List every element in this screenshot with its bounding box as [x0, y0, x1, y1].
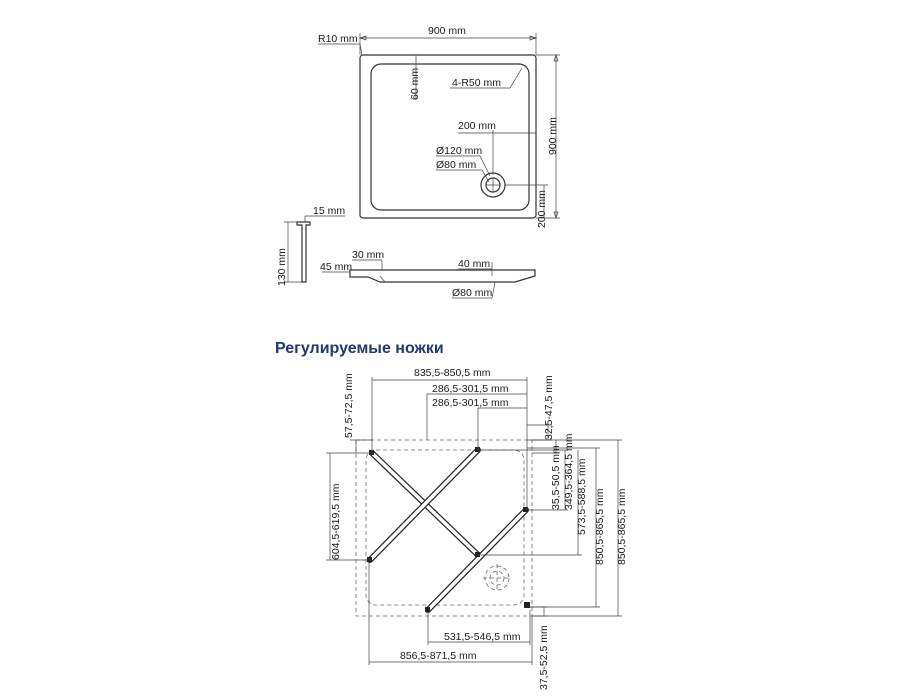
leg-foot [367, 557, 372, 562]
side-profile [349, 269, 536, 283]
leg-foot [524, 602, 530, 608]
leg-foot [369, 450, 374, 455]
tray-outline [359, 54, 537, 219]
dim-legs-right-top: 32,5-47,5 mm [543, 375, 555, 440]
dim-corner-radius-label: R10 mm [318, 33, 358, 45]
dim-side-30-label: 30 mm [352, 249, 384, 261]
dim-side-45-label: 45 mm [320, 261, 352, 273]
dim-legs-bottom-b: 856,5-871,5 mm [400, 650, 477, 662]
top-view: 900 mm R10 mm 60 mm 4-R50 mm 200 mm Ø120… [318, 25, 560, 228]
tray-inner-outline [370, 63, 530, 211]
dim-drain-outer-label: Ø120 mm [436, 145, 482, 157]
dim-legs-bottom-a: 531,5-546,5 mm [444, 631, 521, 643]
legs-view: 835,5-850,5 mm 286,5-301,5 mm 286,5-301,… [326, 367, 628, 690]
dim-side-drain-label: Ø80 mm [452, 287, 493, 299]
section-view: 15 mm 130 mm [276, 205, 345, 286]
dim-legs-top-span: 835,5-850,5 mm [414, 367, 491, 379]
section-profile [296, 221, 311, 283]
leg-foot [475, 552, 480, 557]
leg-foot [425, 607, 430, 612]
side-view: 30 mm 45 mm 40 mm Ø80 mm [320, 249, 536, 299]
dim-legs-right-e: 850,5-865,5 mm [616, 488, 628, 565]
dim-legs-top-b: 286,5-301,5 mm [432, 397, 509, 409]
dim-width-label: 900 mm [428, 25, 466, 37]
dim-legs-right-d: 850,5-865,5 mm [594, 488, 606, 565]
dim-legs-top-a: 286,5-301,5 mm [432, 383, 509, 395]
dim-rim-label: 60 mm [409, 68, 421, 100]
dim-legs-right-a: 349,5-364,5 mm [563, 433, 575, 510]
leg-foot [475, 447, 480, 452]
dim-legs-left-top: 57,5-72,5 mm [343, 373, 355, 438]
leg-foot [523, 507, 528, 512]
dim-legs-left-height: 604,5-619,5 mm [330, 483, 342, 560]
dim-drain-x-label: 200 mm [458, 120, 496, 132]
dim-legs-right-c: 573,5-588,5 mm [576, 458, 588, 535]
dim-total-height-label: 130 mm [276, 248, 288, 286]
dim-legs-right-b: 35,5-50,5 mm [550, 445, 562, 510]
tray-dashed-inner [365, 449, 525, 606]
dim-legs-bottom-right: 37,5-52,5 mm [538, 625, 550, 690]
dim-drain-inner-label: Ø80 mm [436, 159, 477, 171]
dim-drain-y-label: 200 mm [536, 190, 548, 228]
dim-rim-thickness-label: 15 mm [313, 205, 345, 217]
dim-height-label: 900 mm [547, 117, 559, 155]
tray-dashed-outline [355, 439, 533, 617]
dim-inner-radius-label: 4-R50 mm [452, 77, 501, 89]
dim-side-40-label: 40 mm [458, 258, 490, 270]
legs-title: Регулируемые ножки [275, 340, 444, 357]
